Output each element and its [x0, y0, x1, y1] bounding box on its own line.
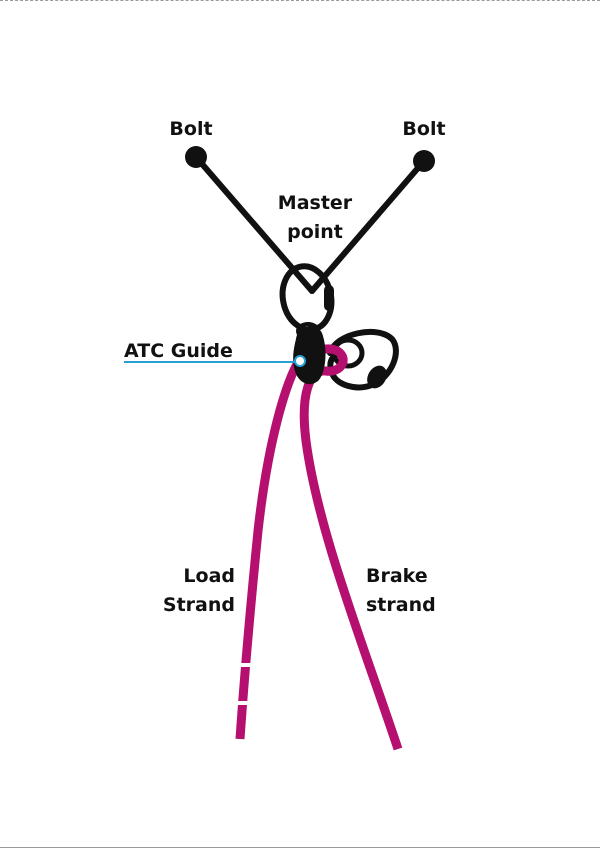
- atc-guide-device: [293, 325, 326, 385]
- atc-guide-label: ATC Guide: [124, 340, 233, 362]
- atc-keeper-loop: [296, 322, 320, 340]
- load-strand-label: Load Strand: [162, 565, 235, 616]
- left-bolt: [185, 146, 207, 168]
- load-strand-rope: [235, 356, 304, 740]
- brake-strand-rope: [299, 344, 403, 751]
- bolt-left-label: Bolt: [169, 118, 213, 140]
- load-strand-gap-2: [232, 701, 252, 705]
- right-anchor-sling: [309, 158, 427, 294]
- master-point-label: Master point: [277, 192, 353, 243]
- master-carabiner-gate: [324, 285, 334, 311]
- bolt-right-label: Bolt: [402, 118, 446, 140]
- brake-carabiner-gate: [367, 365, 387, 389]
- brake-strand-label: Brake strand: [366, 565, 436, 616]
- right-bolt: [413, 150, 435, 172]
- atc-guide-pointer-dot: [294, 355, 306, 367]
- load-strand-gap-1: [232, 663, 252, 667]
